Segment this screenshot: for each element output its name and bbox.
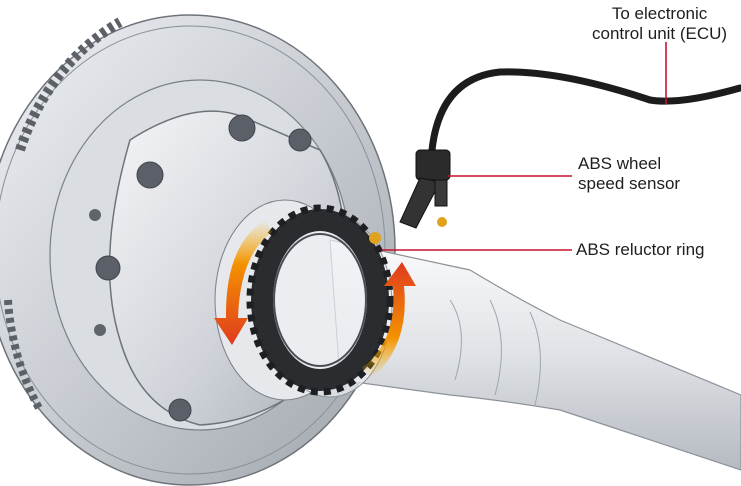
- stud-hole: [228, 114, 256, 142]
- rotation-arrow-left: [214, 220, 272, 345]
- reluctor-ring-label: ABS reluctor ring: [576, 240, 705, 260]
- stud-hole: [168, 398, 192, 422]
- sensor-label: ABS wheel speed sensor: [578, 154, 680, 194]
- sensor-label-line1: ABS wheel: [578, 154, 662, 173]
- ecu-label-line2: control unit (ECU): [592, 24, 728, 43]
- reluctor-ring: [246, 204, 394, 396]
- ecu-label: To electronic control unit (ECU): [592, 4, 727, 44]
- stud-hole: [288, 128, 312, 152]
- ecu-label-line1: To electronic: [611, 4, 708, 23]
- sensor-label-line2: speed sensor: [578, 174, 681, 193]
- stud-hole: [95, 255, 121, 281]
- leader-lines: [382, 42, 667, 251]
- wheel-speed-sensor: [369, 68, 741, 244]
- ring-label-line1: ABS reluctor ring: [576, 240, 705, 259]
- stud-hole: [136, 161, 164, 189]
- rotation-arrow-right: [362, 262, 416, 378]
